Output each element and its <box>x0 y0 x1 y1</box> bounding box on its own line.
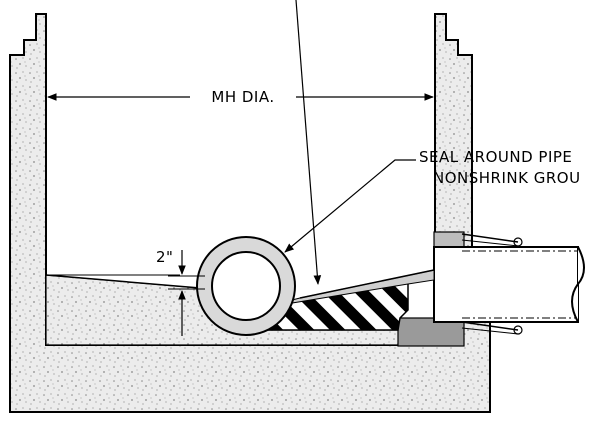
bolt-bottom <box>513 325 523 335</box>
seal-leader <box>284 159 416 253</box>
manhole-interior <box>47 15 434 300</box>
seal-label-line2: NONSHRINK GROU <box>433 169 581 187</box>
pipe-slope-top <box>299 269 435 299</box>
pipe-break-end <box>571 246 585 323</box>
coupling-top <box>461 233 519 243</box>
dim-2in-label: 2" <box>156 248 173 266</box>
outlet-pipe <box>433 246 579 323</box>
mh-dia-label: MH DIA. <box>211 88 274 106</box>
pipe-ring-inner <box>211 251 281 321</box>
seal-label-line1: SEAL AROUND PIPE <box>419 148 572 166</box>
leader-top <box>295 0 322 285</box>
invert-slope-line <box>45 274 201 289</box>
coupling-top-inner <box>461 239 519 247</box>
coupling-bottom-inner <box>461 327 519 335</box>
